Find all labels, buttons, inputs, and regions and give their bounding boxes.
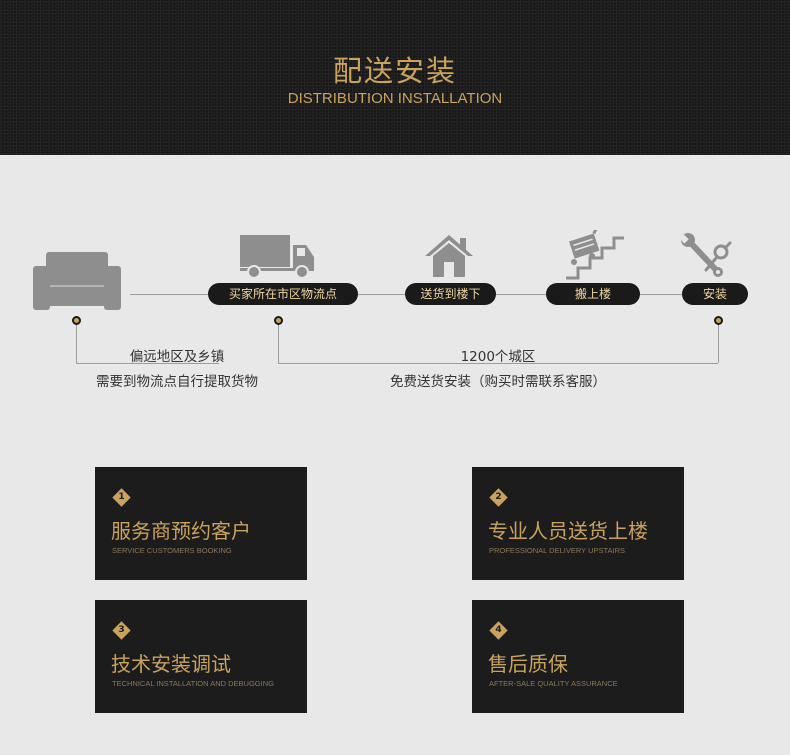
flow-connector xyxy=(358,294,405,295)
remote-area-note-line1: 偏远地区及乡镇 xyxy=(129,349,225,365)
bracket-line xyxy=(718,325,719,363)
number-badge: 3 xyxy=(112,621,131,640)
number-badge: 4 xyxy=(489,621,508,640)
wrench-icon xyxy=(680,233,732,277)
header-banner: 配送安装 DISTRIBUTION INSTALLATION xyxy=(0,0,790,155)
city-note-line1: 1200个城区 xyxy=(460,349,536,365)
step-deliver-downstairs: 送货到楼下 xyxy=(405,283,496,305)
bracket-line xyxy=(278,363,718,364)
card-title: 技术安装调试 xyxy=(111,652,231,676)
card-subtitle: PROFESSIONAL DELIVERY UPSTAIRS xyxy=(489,546,626,555)
card-subtitle: TECHNICAL INSTALLATION AND DEBUGGING xyxy=(112,679,274,688)
page-subtitle: DISTRIBUTION INSTALLATION xyxy=(287,90,503,107)
card-subtitle: SERVICE CUSTOMERS BOOKING xyxy=(112,546,232,555)
step-install: 安装 xyxy=(682,283,748,305)
card-title: 售后质保 xyxy=(488,652,568,676)
service-card-warranty: 4 售后质保 AFTER-SALE QUALITY ASSURANCE xyxy=(472,600,684,713)
stairs-cart-icon xyxy=(566,230,624,280)
service-card-installation: 3 技术安装调试 TECHNICAL INSTALLATION AND DEBU… xyxy=(95,600,307,713)
page-title: 配送安装 xyxy=(332,54,457,88)
flow-dot xyxy=(72,316,81,325)
flow-connector xyxy=(496,294,546,295)
house-icon xyxy=(425,235,473,277)
service-card-delivery: 2 专业人员送货上楼 PROFESSIONAL DELIVERY UPSTAIR… xyxy=(472,467,684,580)
flow-dot xyxy=(714,316,723,325)
card-title: 服务商预约客户 xyxy=(111,519,251,543)
truck-icon xyxy=(240,235,314,279)
card-title: 专业人员送货上楼 xyxy=(488,519,648,543)
card-subtitle: AFTER-SALE QUALITY ASSURANCE xyxy=(489,679,618,688)
remote-area-note-line2: 需要到物流点自行提取货物 xyxy=(96,374,258,390)
step-carry-upstairs: 搬上楼 xyxy=(546,283,640,305)
service-card-booking: 1 服务商预约客户 SERVICE CUSTOMERS BOOKING xyxy=(95,467,307,580)
city-note-line2: 免费送货安装（购买时需联系客服） xyxy=(390,374,606,390)
bracket-line xyxy=(278,325,279,363)
step-logistics-point: 买家所在市区物流点 xyxy=(208,283,358,305)
flow-dot xyxy=(274,316,283,325)
number-badge: 2 xyxy=(489,488,508,507)
flow-connector xyxy=(130,294,208,295)
flow-connector xyxy=(640,294,682,295)
number-badge: 1 xyxy=(112,488,131,507)
bracket-line xyxy=(76,363,219,364)
sofa-icon xyxy=(33,252,121,310)
bracket-line xyxy=(76,325,77,363)
